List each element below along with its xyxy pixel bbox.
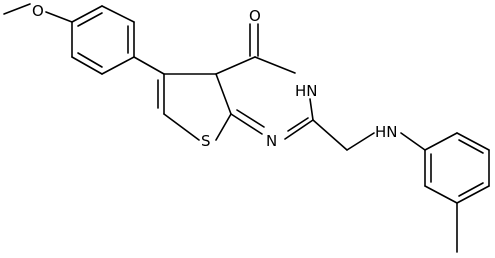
atom-ring-nitrogen-h: HN <box>295 82 318 100</box>
atom-sulfur: S <box>201 132 211 150</box>
atom-amine-nh: HN <box>375 123 398 141</box>
pyrimidinone-ring <box>215 56 314 140</box>
atom-ring-nitrogen: N <box>266 132 277 150</box>
bond-nh-aryl <box>400 132 426 151</box>
methoxyphenyl-ring <box>71 5 135 75</box>
tolyl-ring <box>424 132 490 204</box>
bond-methyl-o <box>3 3 31 15</box>
bond-ch2-nh <box>346 132 375 151</box>
atom-methoxy-oxygen: O <box>32 2 44 20</box>
bond-ring-ch2 <box>312 119 348 151</box>
bond-o-aryl <box>45 11 73 23</box>
thiophene-ring <box>157 73 232 141</box>
atom-nitrogen: N <box>306 82 317 100</box>
atom-hydrogen: H <box>295 82 306 100</box>
atom-carbonyl-oxygen: O <box>249 7 261 25</box>
bond-aryl-thiophene <box>133 56 165 75</box>
